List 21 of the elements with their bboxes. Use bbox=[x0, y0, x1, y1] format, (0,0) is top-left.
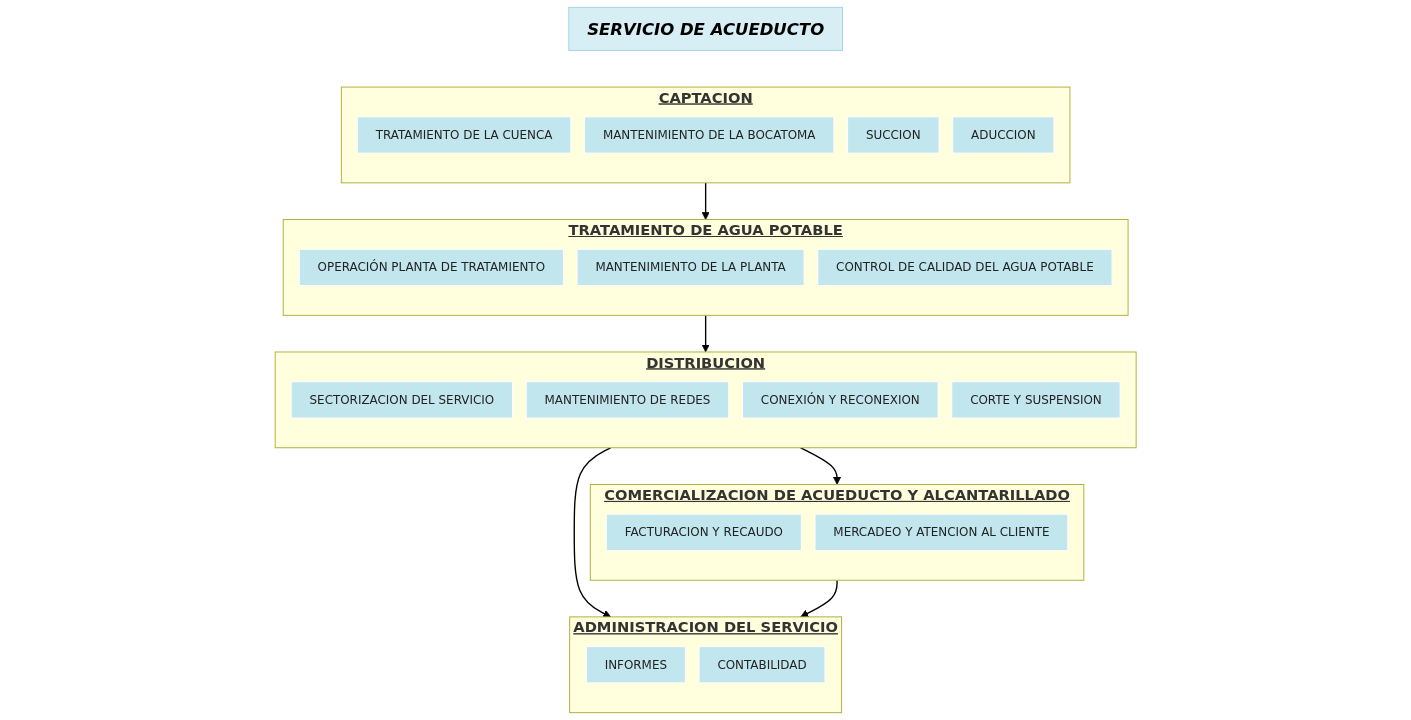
node-box: CONTROL DE CALIDAD DEL AGUA POTABLE bbox=[817, 248, 1113, 286]
node-box: CORTE Y SUSPENSION bbox=[951, 381, 1121, 419]
node-box: MANTENIMIENTO DE LA BOCATOMA bbox=[583, 116, 835, 154]
node-box: OPERACIÓN PLANTA DE TRATAMIENTO bbox=[298, 248, 564, 286]
node-box: INFORMES bbox=[585, 646, 686, 684]
arrow bbox=[800, 579, 838, 618]
node-box: TRATAMIENTO DE LA CUENCA bbox=[356, 116, 572, 154]
node-box: ADUCCION bbox=[952, 116, 1055, 154]
node-box: MANTENIMIENTO DE LA PLANTA bbox=[576, 248, 805, 286]
node-box: MANTENIMIENTO DE REDES bbox=[525, 381, 730, 419]
arrow bbox=[799, 447, 841, 485]
arrow bbox=[573, 447, 612, 618]
node-box: SECTORIZACION DEL SERVICIO bbox=[290, 381, 513, 419]
node-box: CONEXIÓN Y RECONEXION bbox=[741, 381, 939, 419]
arrow bbox=[701, 182, 710, 220]
arrow bbox=[701, 314, 710, 353]
node-box: SERVICIO DE ACUEDUCTO bbox=[568, 6, 843, 51]
node-box: MERCADEO Y ATENCION AL CLIENTE bbox=[814, 513, 1069, 551]
node-box: CONTABILIDAD bbox=[698, 646, 826, 684]
node-box: SUCCION bbox=[847, 116, 940, 154]
node-box: FACTURACION Y RECAUDO bbox=[605, 513, 802, 551]
